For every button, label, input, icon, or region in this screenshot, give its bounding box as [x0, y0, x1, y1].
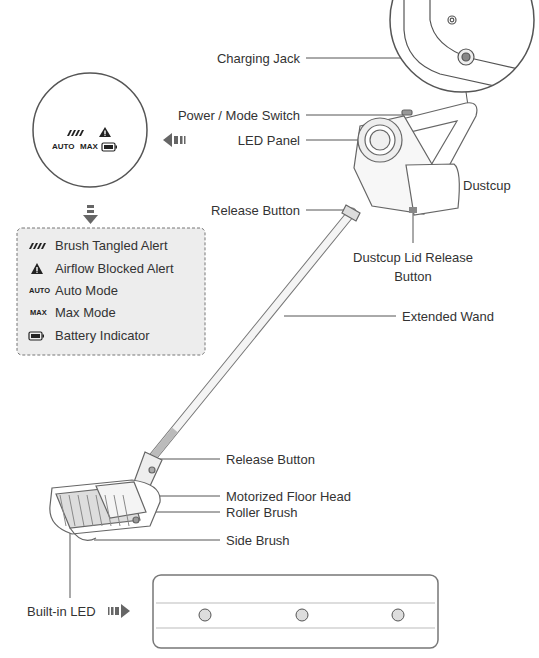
mode-icon-text: AUTO: [29, 286, 50, 296]
legend-box: [17, 228, 205, 355]
pointer-arrow: [108, 604, 130, 618]
warning-icon: [31, 263, 43, 274]
brush-tangled-icon: [67, 130, 84, 136]
leader-line: [70, 530, 71, 598]
mode-text: MAX: [80, 142, 98, 151]
legend-entry: Brush Tangled Alert: [55, 237, 168, 255]
zoom-circle: [32, 72, 148, 188]
brush-tangled-icon: [33, 243, 38, 249]
part-label: LED Panel: [238, 131, 300, 150]
roller-rib: [60, 495, 66, 526]
part-label: Charging Jack: [217, 49, 300, 68]
roller-rib: [123, 495, 129, 526]
mode-icon-text: MAX: [30, 308, 47, 318]
part-label: Release Button: [211, 201, 300, 220]
leader-line: [152, 459, 220, 460]
airflow-blocked-icon: [99, 127, 111, 137]
part-label: Extended Wand: [402, 307, 494, 326]
roller-rib: [69, 495, 75, 526]
legend-entry: Auto Mode: [55, 282, 118, 300]
led-panel-zoom: AUTO MAX: [32, 72, 148, 188]
brush-tangled-icon: [41, 243, 46, 249]
roller-rib: [114, 495, 120, 526]
leader-line: [413, 212, 414, 243]
part-label: Dustcup: [463, 176, 511, 195]
part-label: Side Brush: [226, 531, 290, 550]
leader-line: [306, 140, 362, 141]
legend-entry: Airflow Blocked Alert: [55, 260, 174, 278]
roller-ribs: [60, 495, 129, 526]
legend-entry: Max Mode: [55, 304, 116, 322]
roller-rib: [87, 495, 93, 526]
mode-text: AUTO: [52, 142, 75, 151]
brush-tangled-icon: [37, 243, 42, 249]
charging-jack-zoom: [390, 0, 539, 96]
part-label: Roller Brush: [226, 503, 298, 522]
battery-icon: [102, 143, 117, 151]
roller-rib: [78, 495, 84, 526]
leader-line: [94, 540, 220, 541]
roller-rib: [96, 495, 102, 526]
part-label: Dustcup Lid Release Button: [353, 248, 473, 286]
roller-rib: [105, 495, 111, 526]
legend-entry: Battery Indicator: [55, 327, 150, 345]
part-label: Motorized Floor Head: [226, 487, 351, 506]
leader-line: [306, 115, 404, 116]
part-label: Release Button: [226, 450, 315, 469]
part-label: Power / Mode Switch: [178, 106, 300, 125]
part-label: Built-in LED: [27, 602, 96, 621]
built-in-led-box: [153, 575, 438, 648]
battery-icon: [29, 332, 42, 340]
leader-line: [284, 316, 396, 317]
brush-tangled-icon: [29, 243, 34, 249]
